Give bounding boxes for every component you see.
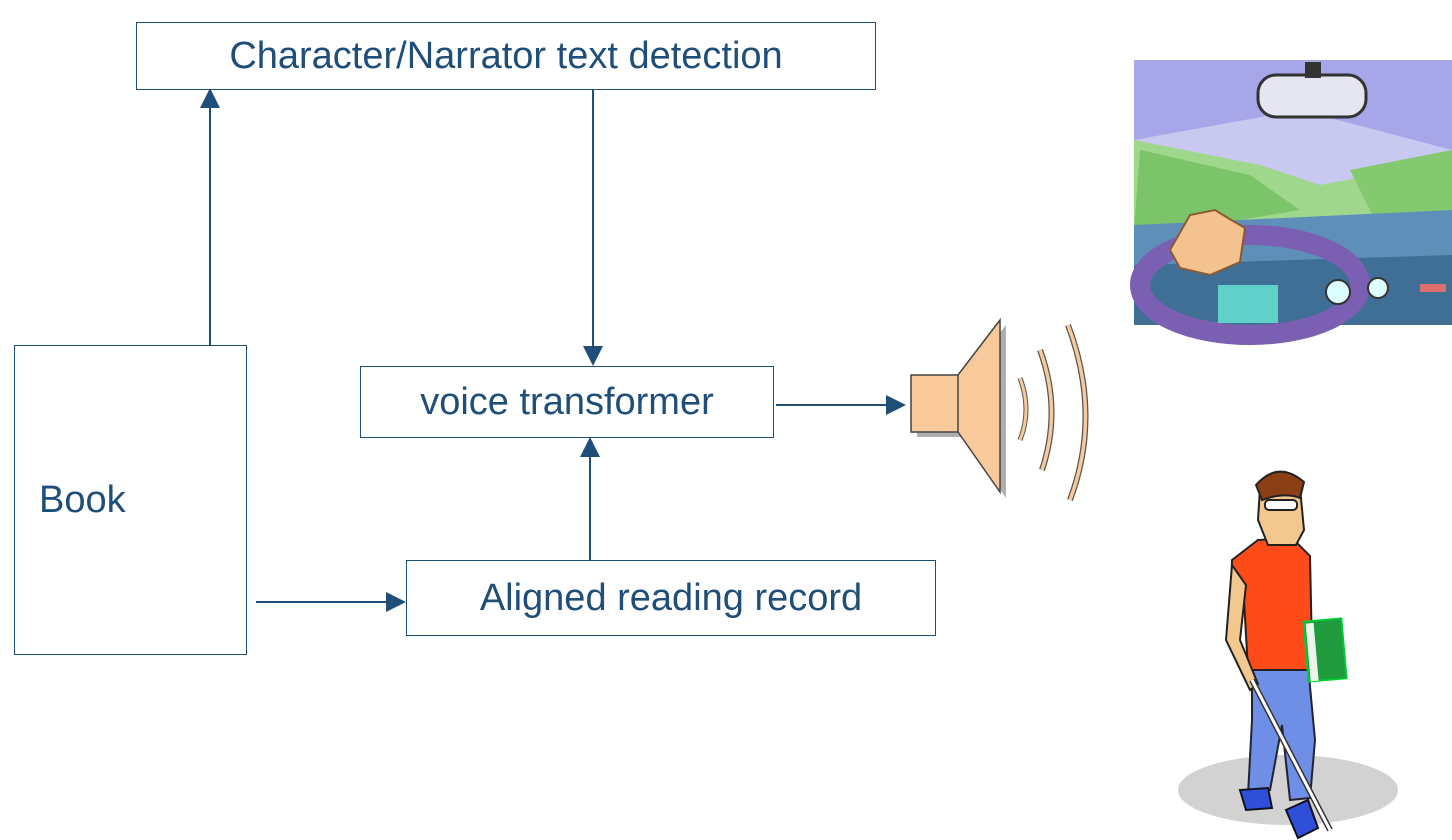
aligned-reading-record-node: Aligned reading record <box>406 560 936 636</box>
book-node: Book <box>14 345 247 655</box>
voice-transformer-node: voice transformer <box>360 366 774 438</box>
node-label: Character/Narrator text detection <box>229 34 783 77</box>
node-label: Book <box>39 478 126 521</box>
blind-reader-illustration <box>1178 470 1398 840</box>
speaker-icon <box>910 317 1089 502</box>
character-narrator-detection-node: Character/Narrator text detection <box>136 22 876 90</box>
node-label: Aligned reading record <box>479 576 863 619</box>
node-label: voice transformer <box>420 380 714 423</box>
car-dashboard-illustration <box>1130 60 1452 345</box>
